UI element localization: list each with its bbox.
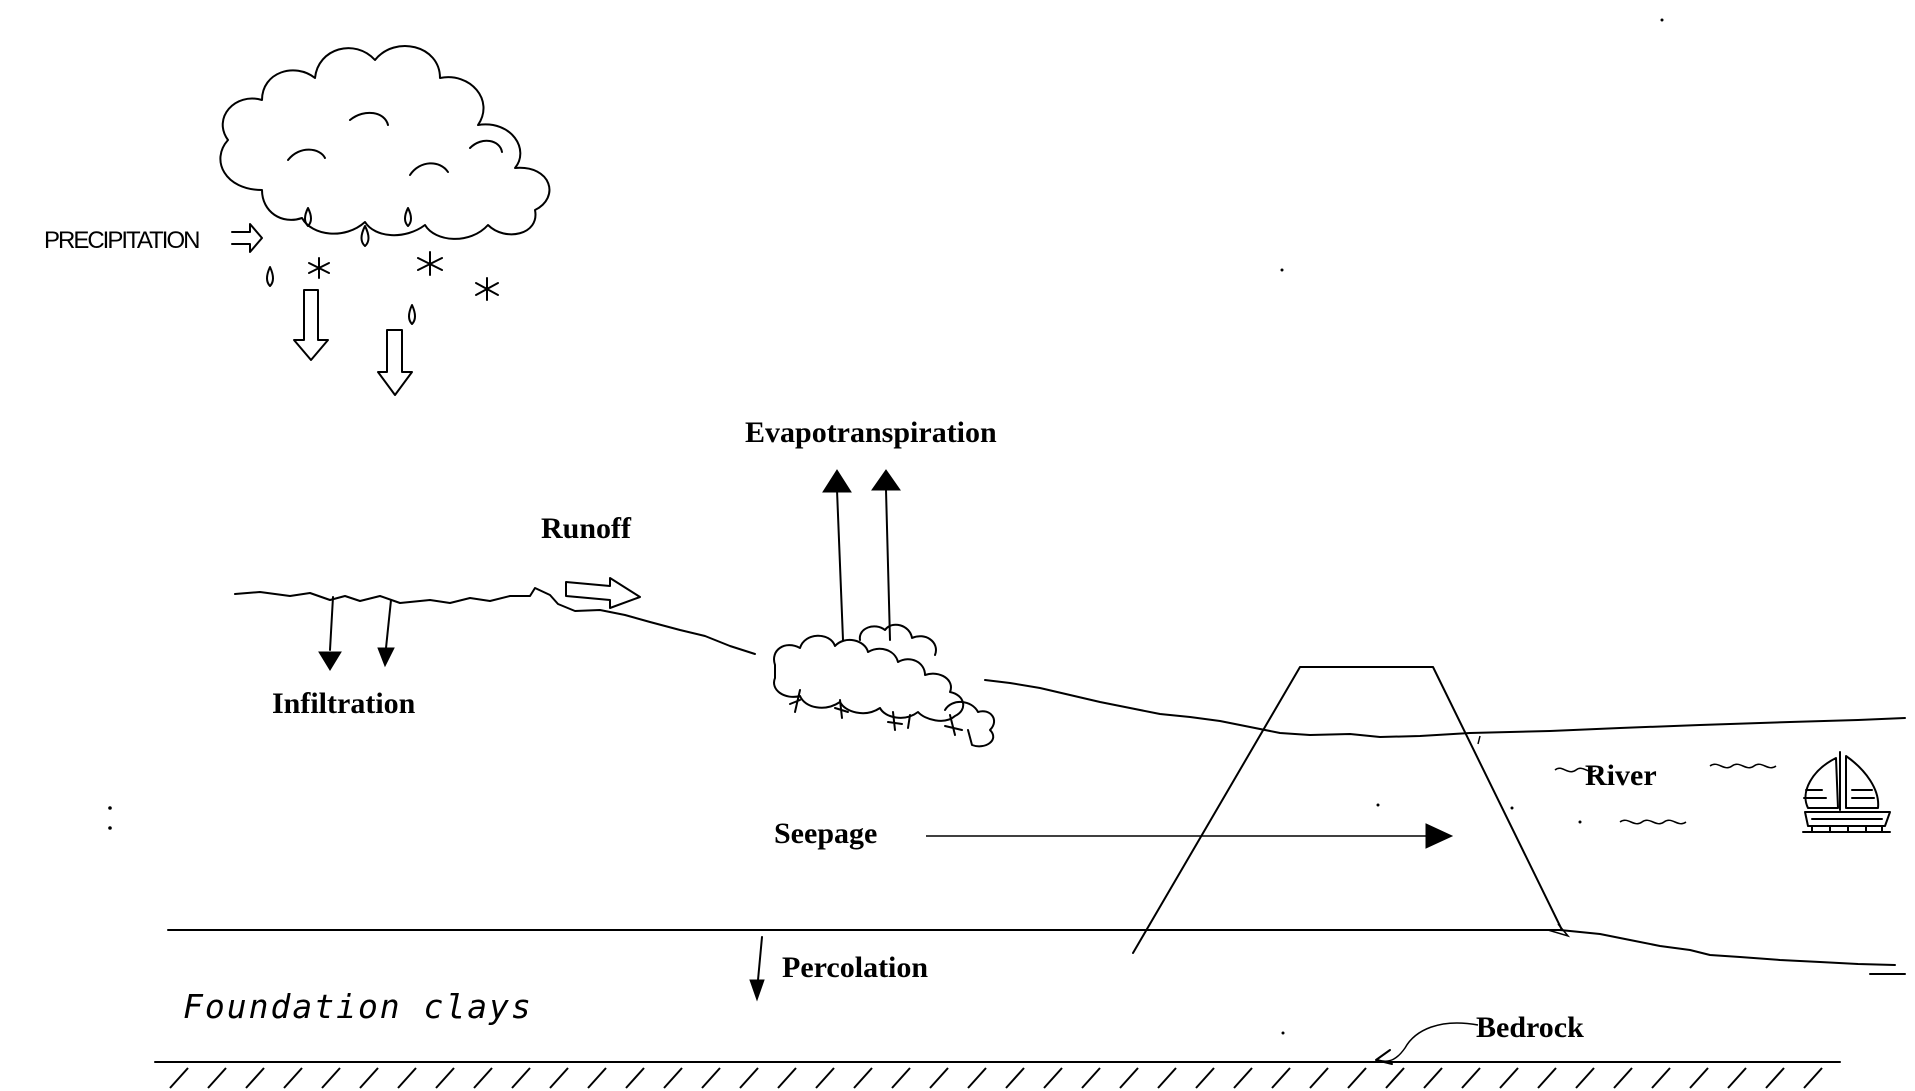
bedrock-hatch-mark: [777, 1067, 797, 1089]
bedrock-hatch: [169, 1067, 1823, 1089]
bedrock-hatch-mark: [853, 1067, 873, 1089]
bedrock-hatch-mark: [1347, 1067, 1367, 1089]
bedrock-hatch-mark: [891, 1067, 911, 1089]
bedrock-hatch-mark: [1309, 1067, 1329, 1089]
runoff-arrow: [565, 577, 641, 609]
bedrock-hatch-mark: [1119, 1067, 1139, 1089]
bedrock-hatch-mark: [1005, 1067, 1025, 1089]
bedrock-hatch-mark: [207, 1067, 227, 1089]
bedrock-hatch-mark: [1081, 1067, 1101, 1089]
bedrock-hatch-mark: [967, 1067, 987, 1089]
precipitation-arrow: [231, 223, 263, 253]
runoff-label: Runoff: [541, 512, 632, 545]
bedrock-hatch-mark: [359, 1067, 379, 1089]
bedrock-hatch-mark: [1765, 1067, 1785, 1089]
percolation-arrow-line: [757, 936, 763, 981]
infiltration-arrows: [318, 596, 395, 671]
bedrock-hatch-mark: [169, 1067, 189, 1089]
percolation-label: Percolation: [782, 951, 928, 984]
snowflake-icon: [308, 251, 499, 301]
bedrock-hatch-mark: [1195, 1067, 1215, 1089]
percolation-arrowhead: [749, 979, 765, 1002]
bedrock-hatch-mark: [1651, 1067, 1671, 1089]
bedrock-hatch-mark: [511, 1067, 531, 1089]
precipitation-label: PRECIPITATION: [44, 227, 199, 254]
bedrock-hatch-mark: [1043, 1067, 1063, 1089]
bedrock-hatch-mark: [1613, 1067, 1633, 1089]
sailboat-icon: [1802, 751, 1891, 833]
bedrock-hatch-mark: [1233, 1067, 1253, 1089]
bedrock-hatch-mark: [473, 1067, 493, 1089]
bedrock-hatch-mark: [1803, 1067, 1823, 1089]
bedrock-hatch-mark: [1385, 1067, 1405, 1089]
cloud-icon: [219, 45, 551, 240]
bedrock-hatch-mark: [1157, 1067, 1177, 1089]
evapotranspiration-arrows: [822, 469, 901, 641]
levee-embankment: [1132, 666, 1563, 954]
bedrock-hatch-mark: [1271, 1067, 1291, 1089]
river-label: River: [1585, 759, 1657, 792]
foundation-clays-label: Foundation clays: [183, 987, 533, 1026]
infiltration-label: Infiltration: [272, 687, 416, 720]
bedrock-hatch-mark: [245, 1067, 265, 1089]
bedrock-hatch-mark: [1461, 1067, 1481, 1089]
bedrock-hatch-mark: [663, 1067, 683, 1089]
bedrock-hatch-mark: [739, 1067, 759, 1089]
seepage-label: Seepage: [774, 817, 877, 850]
bedrock-hatch-mark: [701, 1067, 721, 1089]
bedrock-hatch-mark: [1575, 1067, 1595, 1089]
raindrop-icon: [266, 207, 416, 325]
bedrock-hatch-mark: [435, 1067, 455, 1089]
foundation-surface-right: [1559, 929, 1896, 966]
bedrock-hatch-mark: [815, 1067, 835, 1089]
stray-dots: [108, 18, 1664, 1035]
bedrock-hatch-mark: [1689, 1067, 1709, 1089]
bedrock-hatch-mark: [587, 1067, 607, 1089]
bedrock-hatch-mark: [321, 1067, 341, 1089]
bedrock-hatch-mark: [549, 1067, 569, 1089]
water-ripples: [1554, 763, 1777, 825]
ground-surface: [234, 587, 756, 655]
bedrock-pointer: [1377, 1022, 1479, 1062]
river-surface: [1469, 717, 1906, 734]
seepage-arrowhead: [1425, 823, 1454, 849]
bedrock-hatch-mark: [1423, 1067, 1443, 1089]
shrub-icon: [773, 623, 996, 748]
bedrock-hatch-mark: [1537, 1067, 1557, 1089]
bedrock-hatch-mark: [929, 1067, 949, 1089]
bedrock-hatch-mark: [397, 1067, 417, 1089]
bedrock-hatch-mark: [1727, 1067, 1747, 1089]
bedrock-hatch-mark: [283, 1067, 303, 1089]
ground-surface-right: [984, 679, 1471, 738]
bedrock-label: Bedrock: [1476, 1011, 1584, 1044]
evapotranspiration-label: Evapotranspiration: [745, 416, 997, 449]
bedrock-hatch-mark: [1499, 1067, 1519, 1089]
bedrock-hatch-mark: [625, 1067, 645, 1089]
